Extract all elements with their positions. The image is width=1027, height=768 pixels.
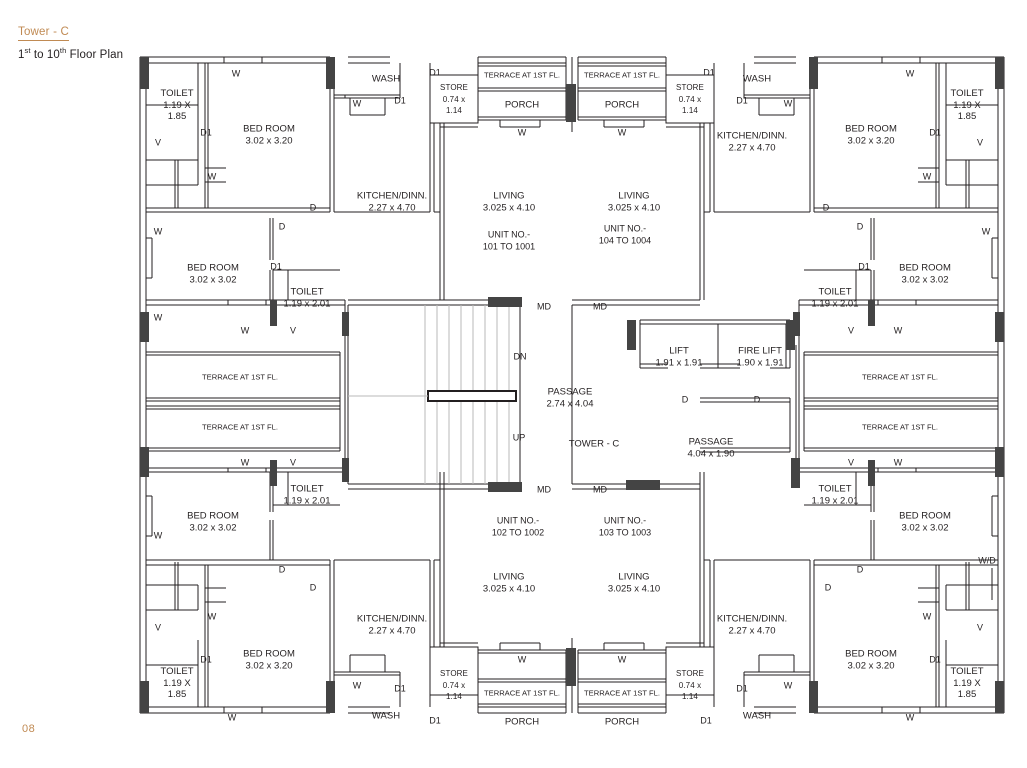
left-terrace-bands [146, 300, 349, 472]
kitchen-living-top-right [603, 56, 815, 300]
page-number: 08 [22, 723, 36, 735]
unit-102-bottom-walls [146, 559, 330, 714]
kitchen-living-bottom-right [603, 472, 815, 714]
floor-plan-subtitle: 1st to 10th Floor Plan [18, 44, 123, 62]
floor-sub-mid: to 10 [30, 48, 60, 61]
unit-102-upper-walls [145, 218, 345, 306]
page-title: Tower - C [18, 26, 70, 41]
unit-104-walls [814, 56, 998, 213]
floor-sub-end: Floor Plan [66, 48, 124, 61]
floor-sub-sup-2: th [59, 46, 67, 55]
floor-sub-sup-1: st [24, 46, 31, 55]
unit-103-bottom-walls [814, 559, 998, 714]
plan-header: Tower - C 1st to 10th Floor Plan [18, 22, 123, 62]
central-core [347, 299, 791, 490]
unit-101-walls [146, 56, 330, 213]
structural-columns [140, 57, 1004, 713]
unit-103-lower-walls [799, 467, 999, 600]
floor-sub-prefix: 1 [18, 48, 25, 61]
unit-102-lower-walls [145, 467, 345, 561]
kitchen-living-bottom-left [329, 472, 541, 714]
kitchen-living-top-left [329, 56, 541, 300]
right-terrace-bands [795, 300, 998, 472]
unit-103-upper-walls [799, 218, 999, 306]
